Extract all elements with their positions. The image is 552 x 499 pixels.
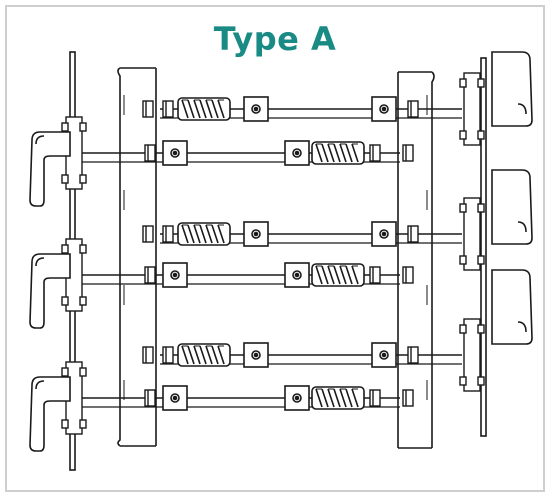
spring-assemblies <box>80 96 462 411</box>
assembly-bottom-1 <box>80 140 414 166</box>
left-handles <box>29 116 87 452</box>
assembly-top-3 <box>142 342 462 368</box>
assembly-bottom-3 <box>80 385 414 411</box>
figure-title: Type A <box>213 20 337 58</box>
figure-frame <box>5 5 545 492</box>
assembly-top-2 <box>142 221 462 247</box>
assembly-top-1 <box>142 96 462 122</box>
right-handles <box>459 51 533 392</box>
assembly-bottom-2 <box>80 262 414 288</box>
